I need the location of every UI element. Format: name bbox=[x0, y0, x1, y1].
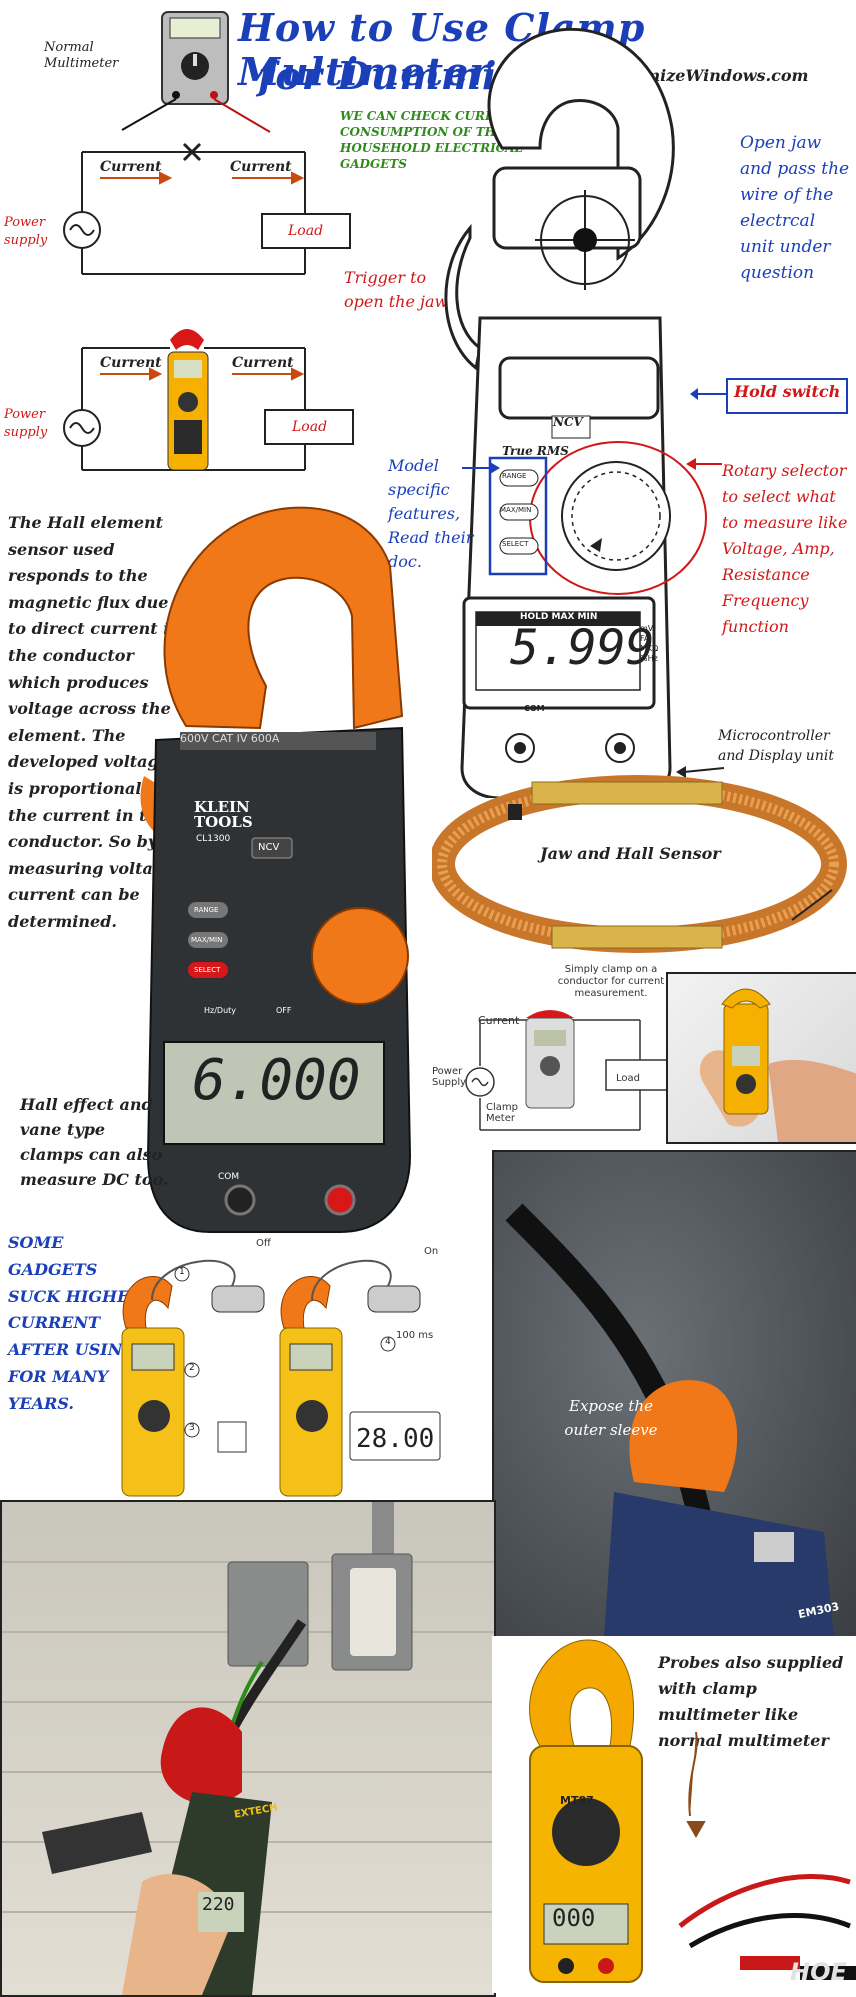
watermark: HOE bbox=[790, 1958, 847, 1986]
klein-display-value: 6.000 bbox=[192, 1048, 361, 1113]
jaw-sensor-label: Jaw and Hall Sensor bbox=[540, 844, 721, 863]
sketch-true-rms: True RMS bbox=[502, 444, 569, 458]
hold-switch-label: Hold switch bbox=[734, 382, 841, 401]
klein-rating: 600V CAT IV 600A bbox=[180, 732, 280, 745]
inrush-diagram bbox=[121, 1259, 441, 1497]
mt87-model: MT87 bbox=[560, 1794, 594, 1807]
sketch-ncv-label: NCV bbox=[553, 415, 583, 429]
klein-com: COM bbox=[218, 1172, 240, 1182]
simple-clamp-load: Load bbox=[616, 1073, 640, 1084]
rotary-note: Rotary selector to select what to measur… bbox=[722, 461, 848, 636]
circuit-top bbox=[63, 142, 351, 275]
sketch-button-maxmin[interactable]: MAX/MIN bbox=[500, 506, 532, 514]
probes-note: Probes also supplied with clamp multimet… bbox=[658, 1653, 844, 1750]
rotary-arrow-icon bbox=[686, 458, 722, 470]
sketch-button-select[interactable]: SELECT bbox=[502, 540, 529, 548]
cable-clamp-photo bbox=[492, 1150, 856, 1640]
inrush-step-2: 2 bbox=[189, 1363, 195, 1373]
sketch-button-range[interactable]: RANGE bbox=[502, 472, 527, 480]
current-arrows-bottom bbox=[100, 367, 305, 381]
hold-switch-box bbox=[726, 378, 848, 414]
gadgets-note: SOME GADGETS SUCK HIGHER CURRENT AFTER U… bbox=[8, 1233, 143, 1413]
simple-clamp-current: Current bbox=[478, 1014, 520, 1027]
inrush-step-4: 4 bbox=[385, 1337, 391, 1347]
klein-button-range[interactable]: RANGE bbox=[194, 906, 219, 914]
normal-multimeter-icon bbox=[121, 11, 271, 133]
current-label-bottom-left: Current bbox=[100, 355, 162, 371]
sketch-display-value: 5.999 bbox=[510, 620, 655, 676]
simple-clamp-meter-label: Clamp Meter bbox=[486, 1102, 518, 1124]
household-note: WE CAN CHECK CURRENT CONSUMPTION OF THE … bbox=[340, 109, 525, 171]
wall-outlet-photo bbox=[0, 1500, 496, 1997]
inrush-step-3: 3 bbox=[189, 1423, 195, 1433]
current-label-top-left: Current bbox=[100, 159, 162, 175]
power-supply-label-bottom: Power supply bbox=[4, 407, 48, 440]
klein-ncv: NCV bbox=[258, 842, 280, 853]
load-label-top: Load bbox=[288, 223, 324, 239]
hall-note: The Hall element sensor used responds to… bbox=[8, 513, 181, 931]
current-arrows-top bbox=[100, 171, 305, 185]
inrush-off-label: Off bbox=[256, 1238, 271, 1249]
micro-note: Microcontroller and Display unit bbox=[718, 728, 834, 764]
klein-clamp-meter bbox=[140, 506, 412, 1233]
jaw-hall-sensor-ring bbox=[432, 775, 847, 953]
inrush-step-1: 1 bbox=[179, 1267, 185, 1277]
model-note: Model specific features, Read their doc. bbox=[388, 456, 474, 571]
current-label-top-right: Current bbox=[230, 159, 292, 175]
hand-clamp-photo bbox=[666, 972, 856, 1144]
mt87-meter-and-probes bbox=[529, 1639, 856, 1983]
micro-arrow-icon bbox=[676, 766, 725, 778]
hall-effect-note: Hall effect and vane type clamps can als… bbox=[20, 1095, 169, 1189]
open-jaw-note: Open jaw and pass the wire of the electr… bbox=[740, 133, 850, 283]
extech-display-value: 220 bbox=[202, 1894, 235, 1915]
page-title: How to Use Clamp Multimeter bbox=[238, 5, 646, 94]
sketch-hold-row: HOLD MAX MIN bbox=[520, 612, 598, 622]
inrush-display-value: 28.00 bbox=[356, 1424, 435, 1454]
circuit-diagrams bbox=[63, 11, 354, 471]
trigger-note: Trigger to open the jaw bbox=[344, 268, 449, 311]
klein-button-select[interactable]: SELECT bbox=[194, 966, 221, 974]
sketch-com-label: COM bbox=[524, 704, 545, 713]
klein-button-maxmin[interactable]: MAX/MIN bbox=[191, 936, 223, 944]
klein-hz: Hz/Duty bbox=[204, 1006, 237, 1015]
expose-note: Expose the outer sleeve bbox=[564, 1397, 658, 1439]
klein-off: OFF bbox=[276, 1006, 292, 1015]
hold-arrow-icon bbox=[690, 388, 728, 400]
current-label-bottom-right: Current bbox=[232, 355, 294, 371]
load-label-bottom: Load bbox=[292, 419, 328, 435]
inrush-on-label: On bbox=[424, 1246, 439, 1257]
simple-clamp-diagram bbox=[465, 1010, 669, 1131]
mt87-display-value: 000 bbox=[552, 1904, 596, 1932]
simple-clamp-power-supply: Power Supply bbox=[432, 1066, 467, 1088]
circuit-bottom bbox=[63, 347, 354, 471]
klein-brand: KLEIN TOOLS bbox=[194, 798, 253, 831]
model-arrow-icon bbox=[462, 462, 500, 474]
small-clamp-meter-icon bbox=[167, 329, 209, 471]
normal-multimeter-label: Normal Multimeter bbox=[44, 40, 119, 71]
klein-model: CL1300 bbox=[196, 834, 231, 844]
inrush-time-label: 100 ms bbox=[396, 1330, 434, 1341]
clamp-meter-sketch bbox=[444, 27, 707, 798]
simple-clamp-caption: Simply clamp on a conductor for current … bbox=[557, 964, 665, 999]
power-supply-label-top: Power supply bbox=[4, 215, 48, 248]
